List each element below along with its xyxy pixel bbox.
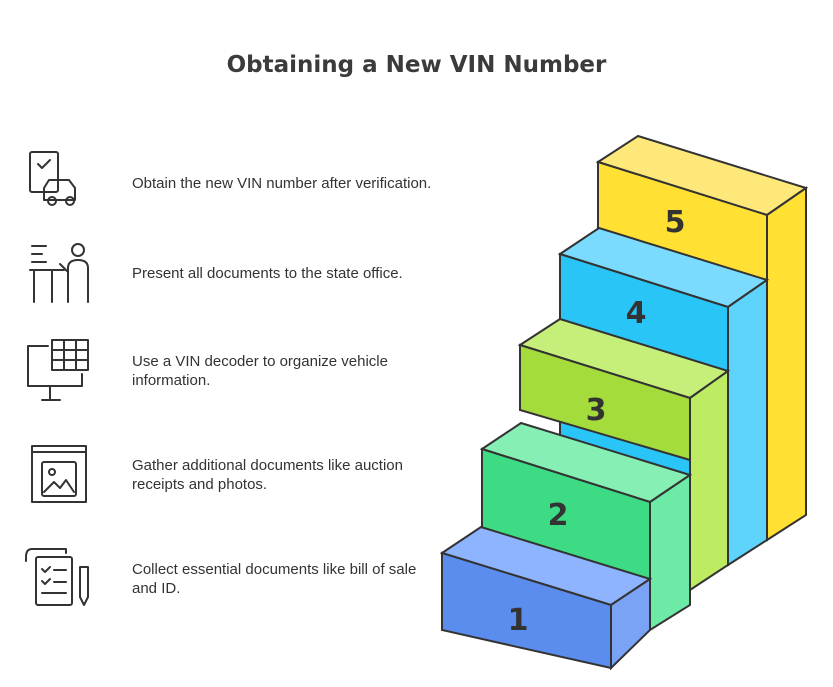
stair-3: 3 bbox=[517, 317, 731, 592]
checklist-car-icon bbox=[24, 148, 94, 218]
documents-pen-icon bbox=[24, 543, 94, 613]
stair-1: 1 bbox=[439, 525, 653, 671]
step-3-text: Use a VIN decoder to organize vehicle in… bbox=[132, 353, 388, 389]
step-2-text: Gather additional documents like auction… bbox=[132, 457, 403, 493]
stair-5-number: 5 bbox=[665, 205, 686, 240]
photo-book-icon bbox=[24, 440, 94, 510]
clerk-desk-icon bbox=[24, 238, 94, 308]
step-4-text: Present all documents to the state offic… bbox=[132, 265, 403, 282]
page-title: Obtaining a New VIN Number bbox=[226, 52, 607, 78]
step-1-text: Collect essential documents like bill of… bbox=[132, 561, 417, 597]
stair-1-number: 1 bbox=[508, 603, 529, 638]
stair-3-number: 3 bbox=[586, 393, 607, 428]
stair-2: 2 bbox=[479, 421, 693, 632]
step-5-text: Obtain the new VIN number after verifica… bbox=[132, 175, 432, 192]
stair-2-number: 2 bbox=[548, 498, 569, 533]
stair-4-number: 4 bbox=[626, 296, 647, 331]
computer-table-icon bbox=[24, 336, 94, 406]
